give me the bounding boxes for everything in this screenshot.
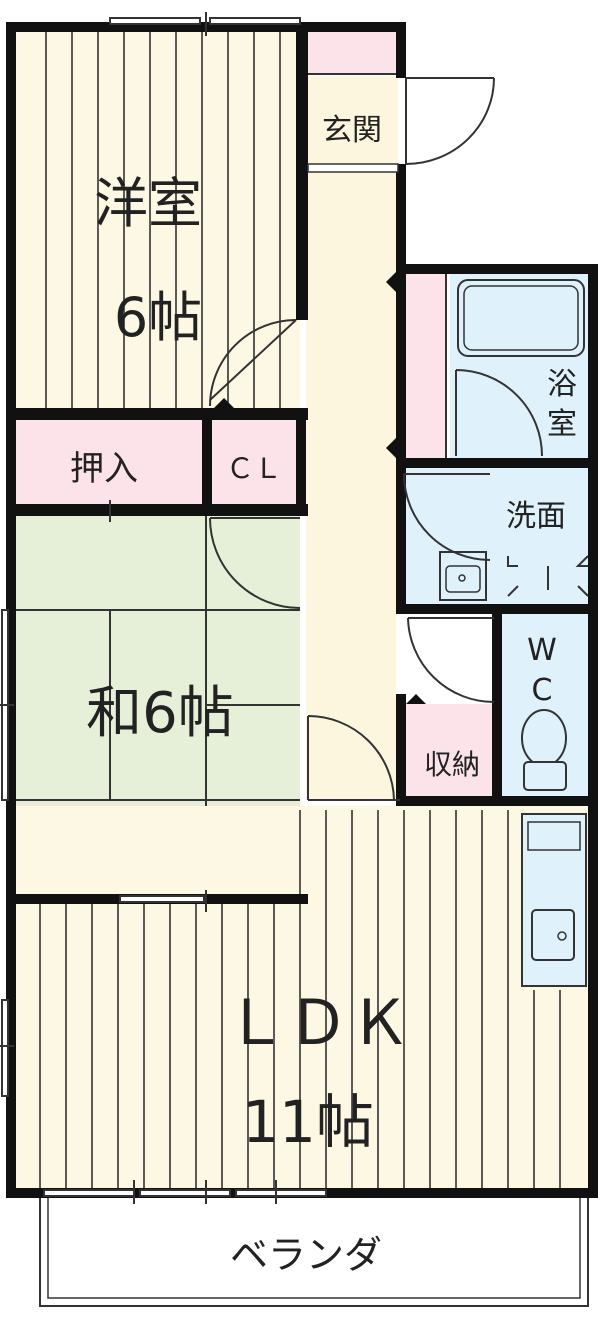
wc-label-line2: C [532, 673, 553, 708]
closet [210, 420, 300, 506]
kitchen-sink [531, 909, 575, 961]
corridor [306, 170, 396, 800]
veranda [39, 1195, 589, 1307]
japanese-room-label: 和6帖 [86, 681, 234, 746]
entrance-label: 玄関 [322, 113, 382, 148]
western-floor-lines [45, 30, 281, 412]
oshiire-label: 押入 [70, 449, 138, 489]
doors [209, 77, 543, 801]
bathtub [457, 279, 585, 357]
entrance-step [307, 163, 399, 173]
sliding-door-marks [214, 272, 426, 704]
entrance-floor [306, 76, 398, 168]
closet-label: ＣＬ [226, 452, 282, 485]
washroom-label: 洗面 [506, 499, 566, 534]
toilet [521, 709, 567, 791]
western-room [14, 30, 300, 412]
western-room-size: 6帖 [114, 286, 202, 349]
veranda-label: ベランダ [230, 1233, 382, 1277]
washroom [402, 468, 594, 606]
storage-label: 収納 [424, 748, 480, 781]
storage [402, 704, 494, 800]
ldk-floor-lines [39, 810, 561, 1190]
western-room-name: 洋室 [94, 172, 202, 235]
ldk-size: 11帖 [242, 1088, 374, 1156]
wc-label-line1: W [527, 633, 557, 668]
kitchen-counter [521, 813, 587, 987]
bath-label-line1: 浴 [547, 367, 577, 402]
tick-marks [0, 12, 277, 1204]
ldk-label: ＬＤＫ [225, 986, 411, 1059]
bath-side-storage [403, 271, 447, 463]
washing-machine-marks [507, 555, 589, 597]
bath-label-line2: 室 [547, 407, 577, 442]
entrance-shoe-box [305, 29, 399, 75]
oshiire [14, 420, 202, 506]
